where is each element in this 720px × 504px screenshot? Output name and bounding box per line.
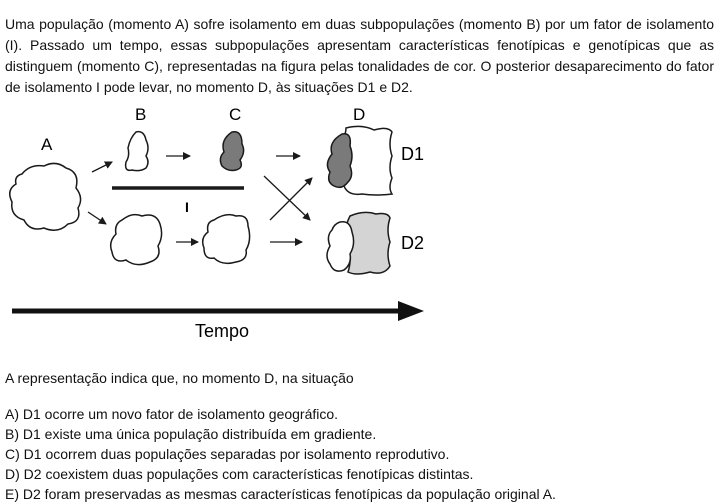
population-c-top-shape — [219, 131, 245, 172]
answer-options: A) D1 ocorre um novo fator de isolamento… — [5, 404, 556, 504]
label-b: B — [135, 105, 146, 124]
option-b[interactable]: B) D1 existe uma única população distrib… — [5, 426, 377, 442]
time-arrow-head — [398, 301, 424, 321]
label-d1: D1 — [401, 144, 424, 164]
population-d2-white-shape — [326, 220, 355, 272]
label-c: C — [229, 105, 241, 124]
option-d[interactable]: D) D2 coexistem duas populações com cara… — [5, 466, 474, 482]
question-prompt: A representação indica que, no momento D… — [5, 370, 354, 386]
arrow-a-to-b-bottom — [87, 211, 107, 225]
population-a-shape — [9, 162, 82, 231]
population-c-bottom-shape — [201, 213, 251, 265]
label-tempo: Tempo — [195, 321, 249, 341]
speciation-diagram: A B C D D1 D2 I Tempo — [9, 105, 424, 341]
arrow-cross-down — [263, 175, 311, 221]
population-d1-dark-shape — [326, 133, 353, 189]
speciation-figure: A B C D D1 D2 I Tempo — [0, 96, 440, 351]
arrow-cross-up — [269, 177, 313, 221]
option-a[interactable]: A) D1 ocorre um novo fator de isolamento… — [5, 406, 339, 422]
label-a: A — [41, 135, 53, 154]
population-b-top-shape — [124, 130, 149, 172]
arrow-a-to-b-top — [91, 161, 113, 173]
population-b-bottom-shape — [109, 213, 163, 266]
label-isolation: I — [185, 199, 189, 215]
label-d2: D2 — [401, 233, 424, 253]
option-c[interactable]: C) D1 ocorrem duas populações separadas … — [5, 446, 450, 462]
label-d: D — [353, 105, 365, 124]
option-e[interactable]: E) D2 foram preservadas as mesmas caract… — [5, 486, 556, 502]
intro-paragraph: Uma população (momento A) sofre isolamen… — [5, 16, 714, 95]
